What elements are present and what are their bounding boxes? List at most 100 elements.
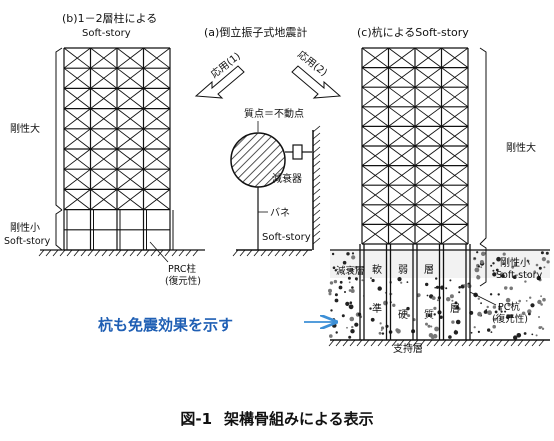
wall-hatch-tick <box>312 146 321 154</box>
support-layer-hatch <box>328 339 545 347</box>
gravel-dot <box>523 332 527 335</box>
gravel-dot <box>537 299 542 305</box>
ground-hatch-tick <box>157 249 164 257</box>
gravel-dot <box>354 266 358 269</box>
brace <box>90 47 118 69</box>
gravel-dot <box>400 281 403 284</box>
gravel-dot <box>476 251 479 254</box>
damping-layer-label: 減衰層 <box>336 265 365 277</box>
wall-hatch-tick <box>312 174 321 182</box>
brace <box>90 189 118 210</box>
soft-layer-char-2: 弱 <box>398 264 408 276</box>
gravel-dot <box>328 288 332 293</box>
brace <box>441 106 469 127</box>
gravel-dot <box>425 282 429 287</box>
wall-hatch <box>312 125 321 245</box>
damper-label: 減衰器 <box>272 172 302 185</box>
brace <box>388 47 416 68</box>
gravel-dot <box>396 329 401 334</box>
brace <box>414 86 442 108</box>
gravel-dot <box>527 309 532 314</box>
brace <box>90 148 118 170</box>
gravel-dot <box>380 329 383 331</box>
brace <box>441 47 469 68</box>
ground-hatch-tick <box>510 339 517 347</box>
panel-b-restoring: (復元性) <box>165 275 201 287</box>
ground-hatch-tick <box>59 249 66 257</box>
gravel-dot <box>344 291 346 293</box>
ground-hatch-tick <box>295 249 302 257</box>
gravel-dot <box>369 307 372 310</box>
gravel-dot <box>436 299 439 302</box>
gravel-dot <box>531 333 534 336</box>
gravel-dot <box>342 260 347 265</box>
ground-hatch-tick <box>260 249 267 257</box>
gravel-dot <box>474 267 480 273</box>
brace <box>441 67 469 88</box>
gravel-dot <box>381 332 385 335</box>
brace <box>116 88 144 109</box>
brace <box>361 86 389 108</box>
ground-layer-char-3: 質 <box>424 308 434 321</box>
brace <box>441 184 469 206</box>
figure-title: 架構骨組みによる表示 <box>224 410 374 428</box>
gravel-dot <box>516 333 522 338</box>
gravel-dot <box>332 318 336 322</box>
ground-hatch-tick <box>482 339 489 347</box>
brace <box>414 224 442 245</box>
brace <box>361 47 389 68</box>
gravel-dot <box>332 266 336 270</box>
gravel-dot <box>338 285 343 290</box>
panel-b-rigid-small: 剛性小 <box>10 221 40 234</box>
gravel-dot <box>513 262 518 267</box>
gravel-dot <box>477 297 480 300</box>
panel-c: (c)杭によるSoft-story 剛性大 剛性小 Soft-story 減衰層… <box>328 25 550 355</box>
brace <box>143 148 171 170</box>
wall-hatch-tick <box>312 188 321 196</box>
gravel-dot <box>477 265 480 268</box>
brace <box>63 67 91 89</box>
ground-hatch-tick <box>87 249 94 257</box>
gravel-dot <box>543 266 546 269</box>
gravel-dot <box>535 263 539 267</box>
brace <box>63 47 91 69</box>
brace <box>90 168 118 190</box>
gravel-dot <box>504 286 508 290</box>
ground-hatch-tick <box>101 249 108 257</box>
gravel-dot <box>541 257 547 262</box>
gravel-dot <box>512 302 514 305</box>
panel-c-softstory: Soft-story <box>496 270 543 281</box>
gravel-dot <box>500 310 503 313</box>
ground-hatch-tick <box>38 249 45 257</box>
gravel-dot <box>470 331 473 334</box>
gravel-dot <box>526 273 528 276</box>
ground-hatch-tick <box>302 249 309 257</box>
soft-layer-char-3: 層 <box>424 264 434 276</box>
ground-hatch-tick <box>335 339 342 347</box>
gravel-dot <box>354 277 358 281</box>
brace <box>388 126 416 147</box>
ground-hatch-tick <box>524 339 531 347</box>
ground-hatch-tick <box>108 249 115 257</box>
gravel-dot <box>435 277 438 280</box>
gravel-dot <box>489 293 493 296</box>
brace <box>116 108 144 130</box>
wall-hatch-tick <box>312 202 321 210</box>
ground-hatch-tick <box>239 249 246 257</box>
gravel-dot <box>501 274 505 278</box>
gravel-dot <box>370 317 375 322</box>
gravel-dot <box>371 278 375 283</box>
gravel-dot <box>480 266 483 269</box>
panel-b: (b)1－2層柱による Soft-story 剛性大 剛性小 Soft-stor… <box>4 11 205 287</box>
arrow-application-1 <box>194 65 245 99</box>
mass-label: 質点＝不動点 <box>244 107 304 120</box>
gravel-dot <box>348 304 354 310</box>
prc-leader <box>149 241 169 263</box>
ground-hatch-tick <box>349 339 356 347</box>
frame-building-c <box>359 47 471 340</box>
brace <box>388 224 416 245</box>
gravel-dot <box>496 256 501 262</box>
brace <box>414 67 442 88</box>
pc-pile-label: PC杭 <box>498 301 520 313</box>
gravel-dot <box>428 314 431 317</box>
